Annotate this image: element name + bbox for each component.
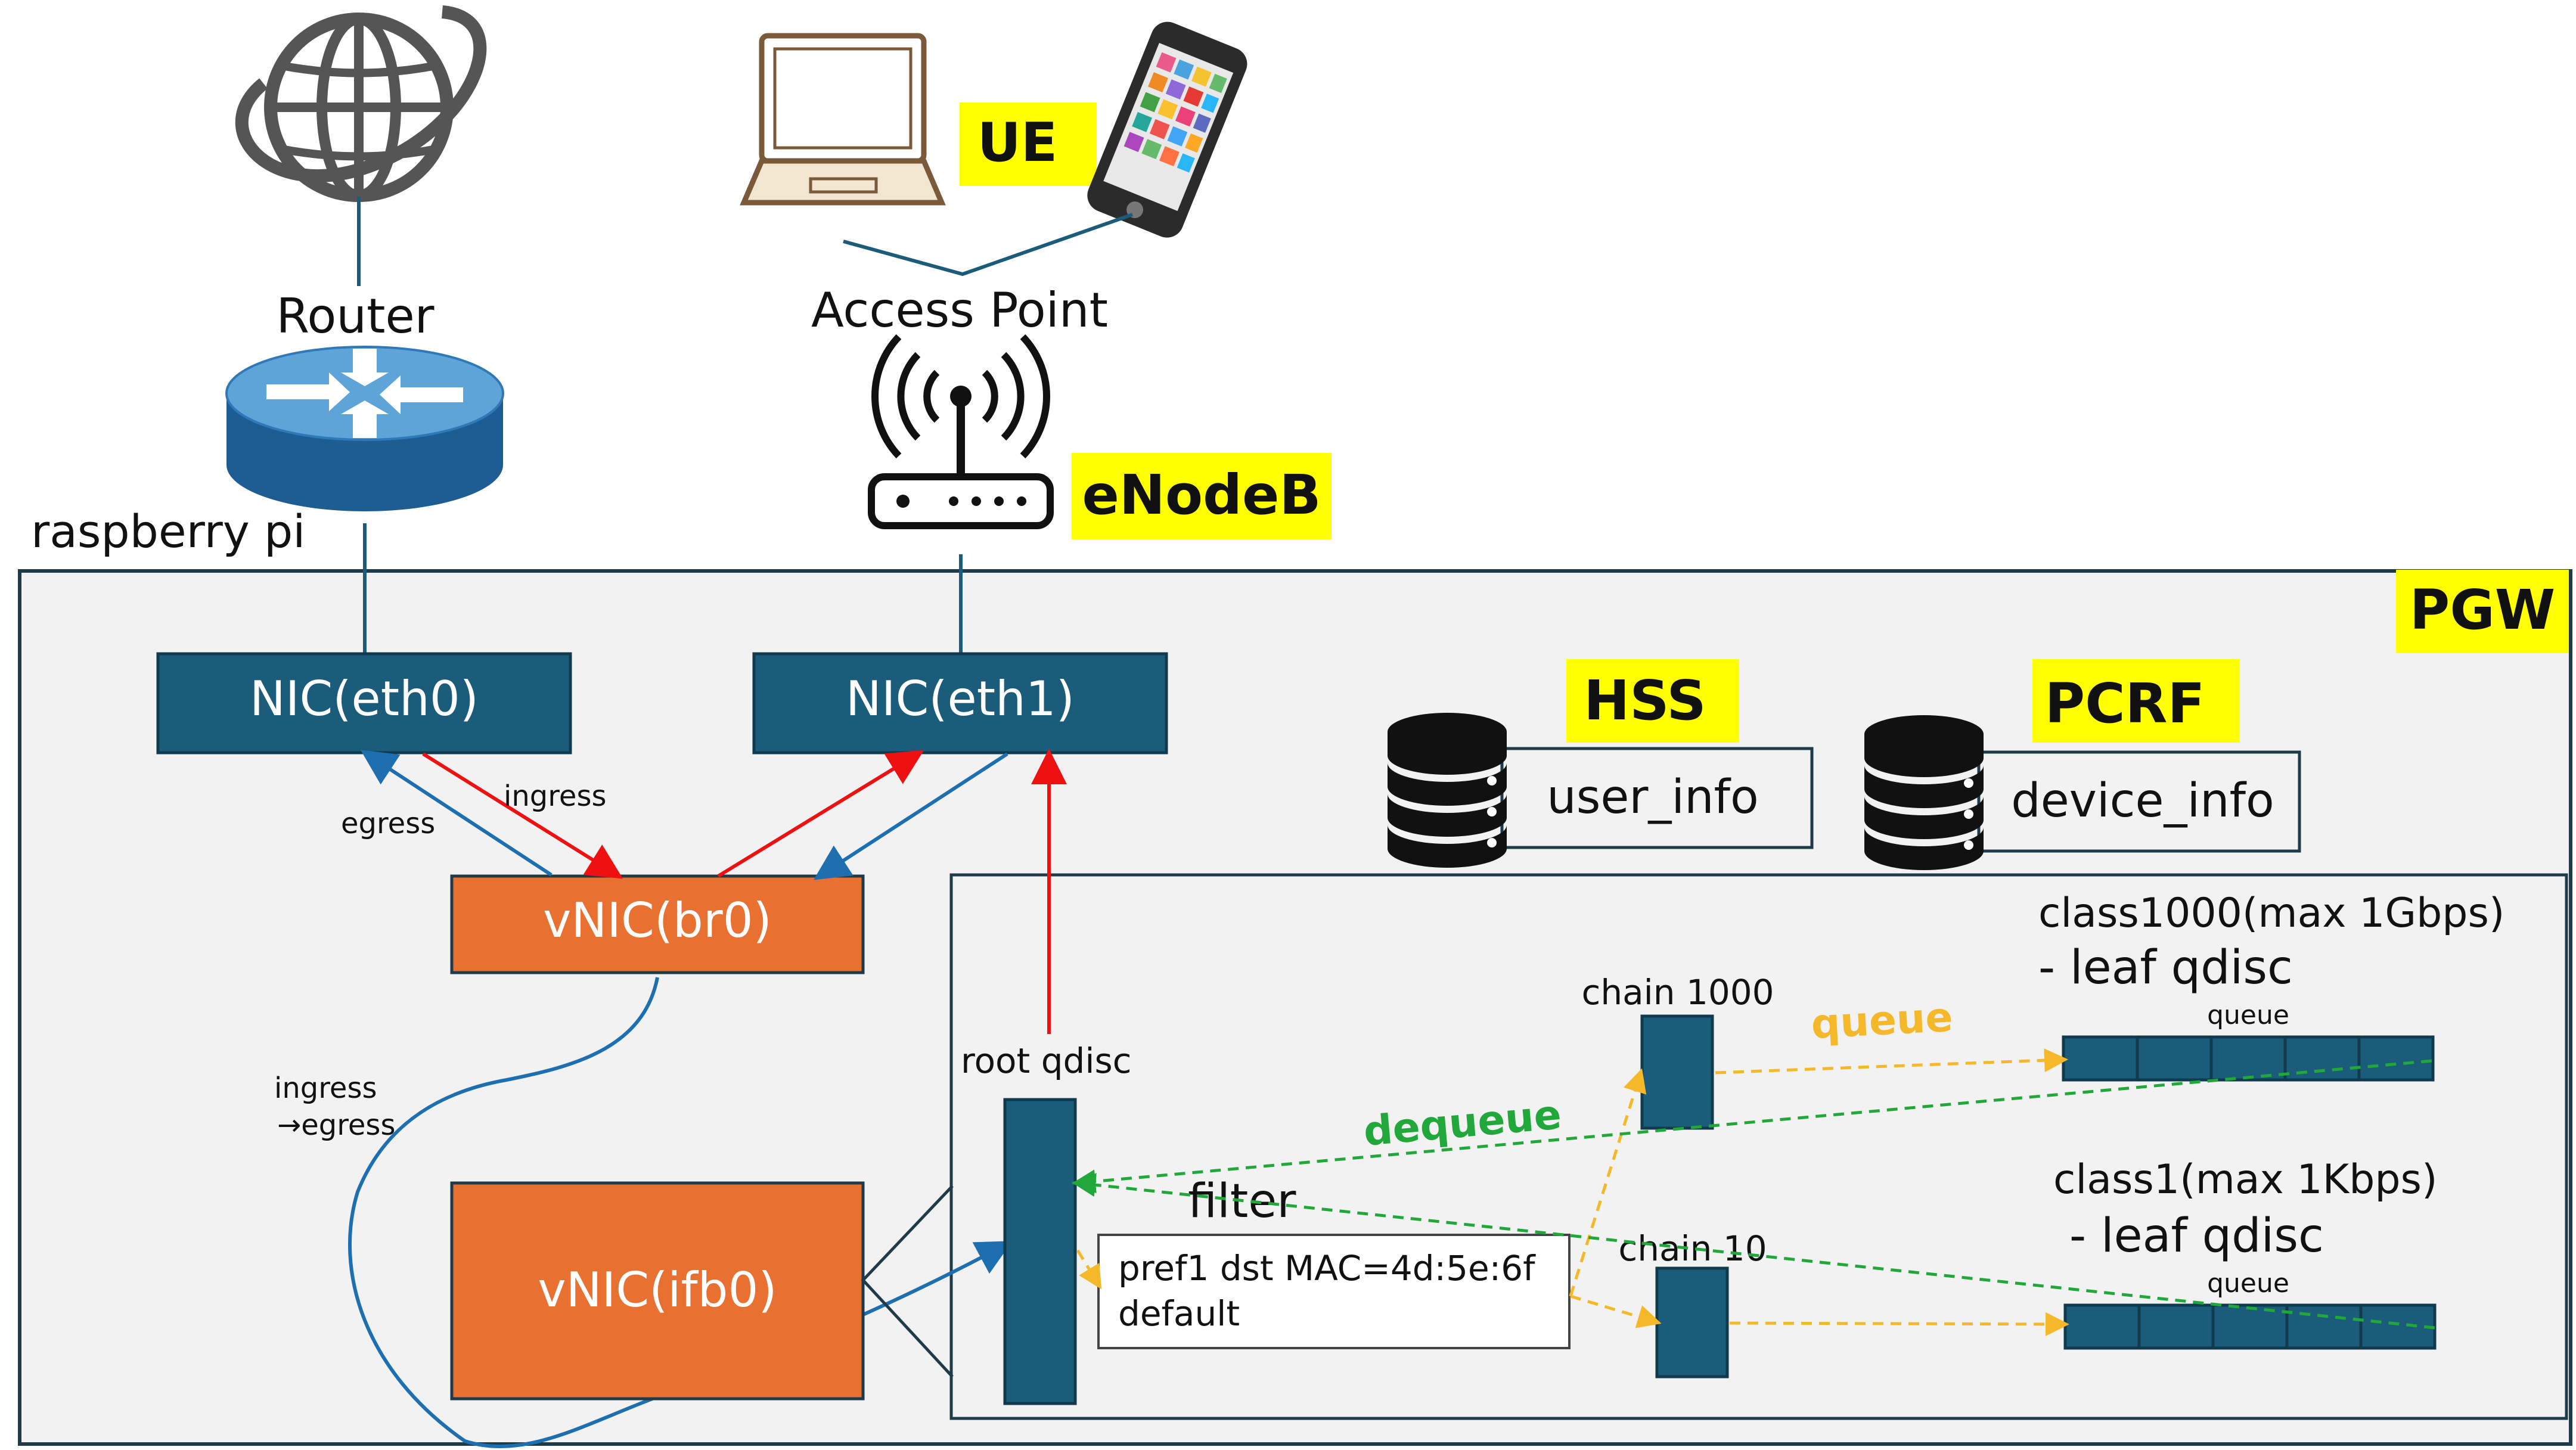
ue-highlight <box>960 103 1097 186</box>
dequeue-paths <box>1072 1059 2435 1330</box>
enodeb-label: eNodeB <box>1082 463 1321 527</box>
chain-1000-label: chain 1000 <box>1581 972 1774 1013</box>
database-icon <box>1864 715 1984 870</box>
ue-label: UE <box>977 111 1058 174</box>
router-icon <box>225 346 504 511</box>
chain-10-bar[interactable] <box>1655 1266 1729 1378</box>
hss-highlight <box>1566 659 1739 743</box>
user-info-label: user_info <box>1547 771 1758 824</box>
filter-rule-2: default <box>1118 1293 1240 1334</box>
pcrf-highlight <box>2032 659 2240 743</box>
egress-label: egress <box>341 807 435 840</box>
chain-10-label: chain 10 <box>1618 1228 1767 1269</box>
vnic-br0-label: vNIC(br0) <box>543 893 772 948</box>
vnic-br0-box[interactable] <box>450 874 865 974</box>
class1000-subtitle: - leaf qdisc <box>2038 941 2293 995</box>
device-info-label: device_info <box>2011 774 2274 828</box>
smartphone-icon <box>1087 21 1247 238</box>
ingress-egress-label-1: ingress <box>274 1072 377 1105</box>
queue-action-label: queue <box>1810 994 1954 1048</box>
filter-rule-1: pref1 dst MAC=4d:5e:6f <box>1118 1248 1536 1288</box>
egress-arrow-br0-eth0 <box>360 750 553 877</box>
raspberry-pi-label: raspberry pi <box>31 505 305 558</box>
arrow-eth1-br0-blue <box>813 752 1008 880</box>
ingress-egress-label-2: →egress <box>277 1109 395 1142</box>
vnic-ifb0-box[interactable] <box>450 1181 865 1401</box>
laptop-icon <box>740 33 946 206</box>
globe-icon <box>235 5 487 202</box>
nic-eth0-label: NIC(eth0) <box>250 671 479 726</box>
class1-title: class1(max 1Kbps) <box>2053 1156 2438 1203</box>
chain-1000-bar[interactable] <box>1640 1014 1714 1130</box>
pgw-label: PGW <box>2410 578 2555 642</box>
queue-small-label-2: queue <box>2207 1268 2289 1299</box>
class1000-queue <box>2062 1035 2435 1082</box>
vnic-ifb0-label: vNIC(ifb0) <box>538 1262 777 1318</box>
router-label: Router <box>276 288 434 344</box>
nic-eth0-box[interactable] <box>156 652 572 755</box>
ingress-label: ingress <box>504 780 606 813</box>
queue-small-label-1: queue <box>2207 1000 2289 1030</box>
hss-label: HSS <box>1584 669 1706 732</box>
pcrf-label: PCRF <box>2045 672 2205 735</box>
root-qdisc-bar[interactable] <box>1003 1098 1077 1405</box>
arrow-br0-eth1-red <box>717 750 924 878</box>
pgw-highlight <box>2396 570 2569 653</box>
class1000-title: class1000(max 1Gbps) <box>2038 890 2504 937</box>
device-info-box[interactable] <box>1977 750 2301 853</box>
wifi-access-point-icon <box>868 334 1054 529</box>
root-qdisc-label: root qdisc <box>961 1041 1132 1081</box>
nic-eth1-box[interactable] <box>752 652 1168 755</box>
ingress-arrow-eth0-br0 <box>422 752 623 879</box>
ifb0-callout <box>861 1185 954 1378</box>
class1-subtitle: - leaf qdisc <box>2069 1209 2324 1263</box>
filter-box[interactable] <box>1097 1234 1571 1349</box>
class1-queue <box>2063 1303 2437 1350</box>
ue-access-point-link <box>843 213 1133 277</box>
enqueue-paths <box>1076 1048 2069 1336</box>
enodeb-highlight <box>1072 453 1332 539</box>
database-icon <box>1388 713 1507 868</box>
access-point-label: Access Point <box>811 282 1108 338</box>
nic-eth1-label: NIC(eth1) <box>846 671 1075 726</box>
user-info-box[interactable] <box>1500 747 1814 849</box>
